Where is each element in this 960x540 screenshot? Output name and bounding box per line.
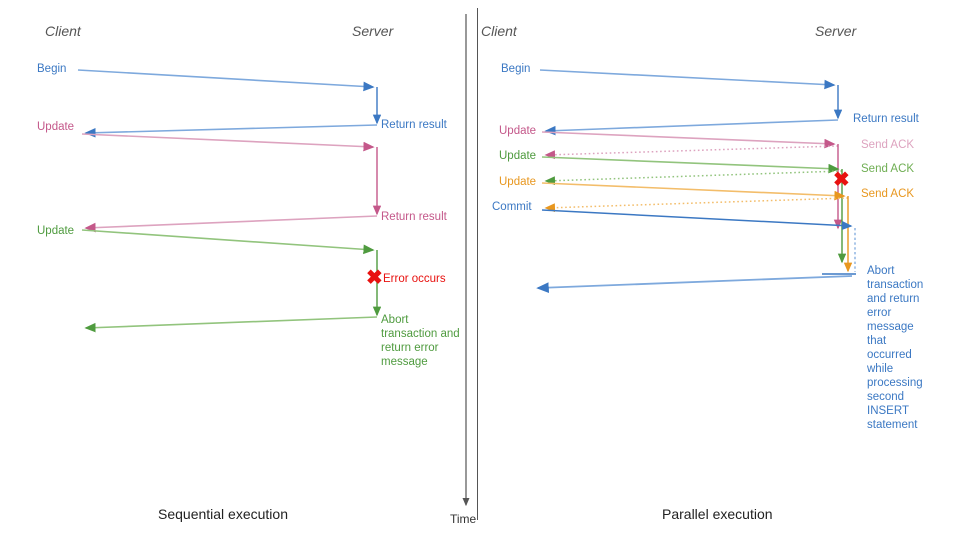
right-label-update1-ack: Send ACK [861, 139, 915, 151]
arrow-begin-response-r [544, 119, 839, 136]
right-label-abort: Abort transaction and return error messa… [867, 265, 924, 431]
left-label-begin: Begin [37, 63, 67, 75]
arrow-abort-response-left [84, 316, 378, 333]
arrow-update3-ack-r [544, 197, 849, 213]
arrow-update2-ack-r [544, 170, 843, 186]
arrow-update2-request-r [541, 156, 840, 174]
activation-bar-commit-wait-r [822, 228, 856, 275]
left-label-update1: Update [37, 121, 75, 133]
left-label-begin-response: Return result [381, 119, 447, 131]
right-actor-server: Server [815, 23, 857, 39]
right-label-begin: Begin [501, 63, 531, 75]
time-axis-label: Time [450, 512, 477, 526]
left-label-update1-response: Return result [381, 211, 447, 223]
right-label-update1: Update [499, 125, 537, 137]
arrow-begin-response [84, 124, 378, 138]
left-label-update2: Update [37, 225, 75, 237]
left-label-error: Error occurs [383, 273, 446, 285]
arrow-begin-request-r [539, 69, 836, 90]
right-label-update3-ack: Send ACK [861, 188, 915, 200]
right-label-begin-response: Return result [853, 113, 919, 125]
arrow-update2-request [81, 229, 375, 255]
arrow-begin-request [77, 69, 375, 92]
error-x-icon-right: ✖ [833, 169, 850, 191]
right-actor-client: Client [481, 23, 517, 39]
right-panel-caption: Parallel execution [662, 506, 773, 522]
left-actor-client: Client [45, 23, 81, 39]
right-label-update3: Update [499, 176, 537, 188]
arrow-update3-request-r [541, 182, 846, 201]
left-actor-server: Server [352, 23, 394, 39]
left-label-abort: Abort transaction and return error messa… [381, 314, 460, 368]
arrow-update1-response [84, 215, 378, 233]
right-label-update2-ack: Send ACK [861, 163, 915, 175]
arrow-update1-ack-r [544, 145, 839, 160]
right-label-commit: Commit [492, 201, 532, 213]
arrow-update1-request-r [541, 131, 836, 149]
panel-divider [477, 8, 479, 520]
error-x-icon-left: ✖ [366, 267, 383, 289]
left-panel-caption: Sequential execution [158, 506, 288, 522]
right-label-update2: Update [499, 150, 537, 162]
arrow-update1-request [81, 133, 375, 152]
arrow-commit-request-r [541, 209, 853, 231]
arrow-abort-response-r [536, 275, 853, 293]
